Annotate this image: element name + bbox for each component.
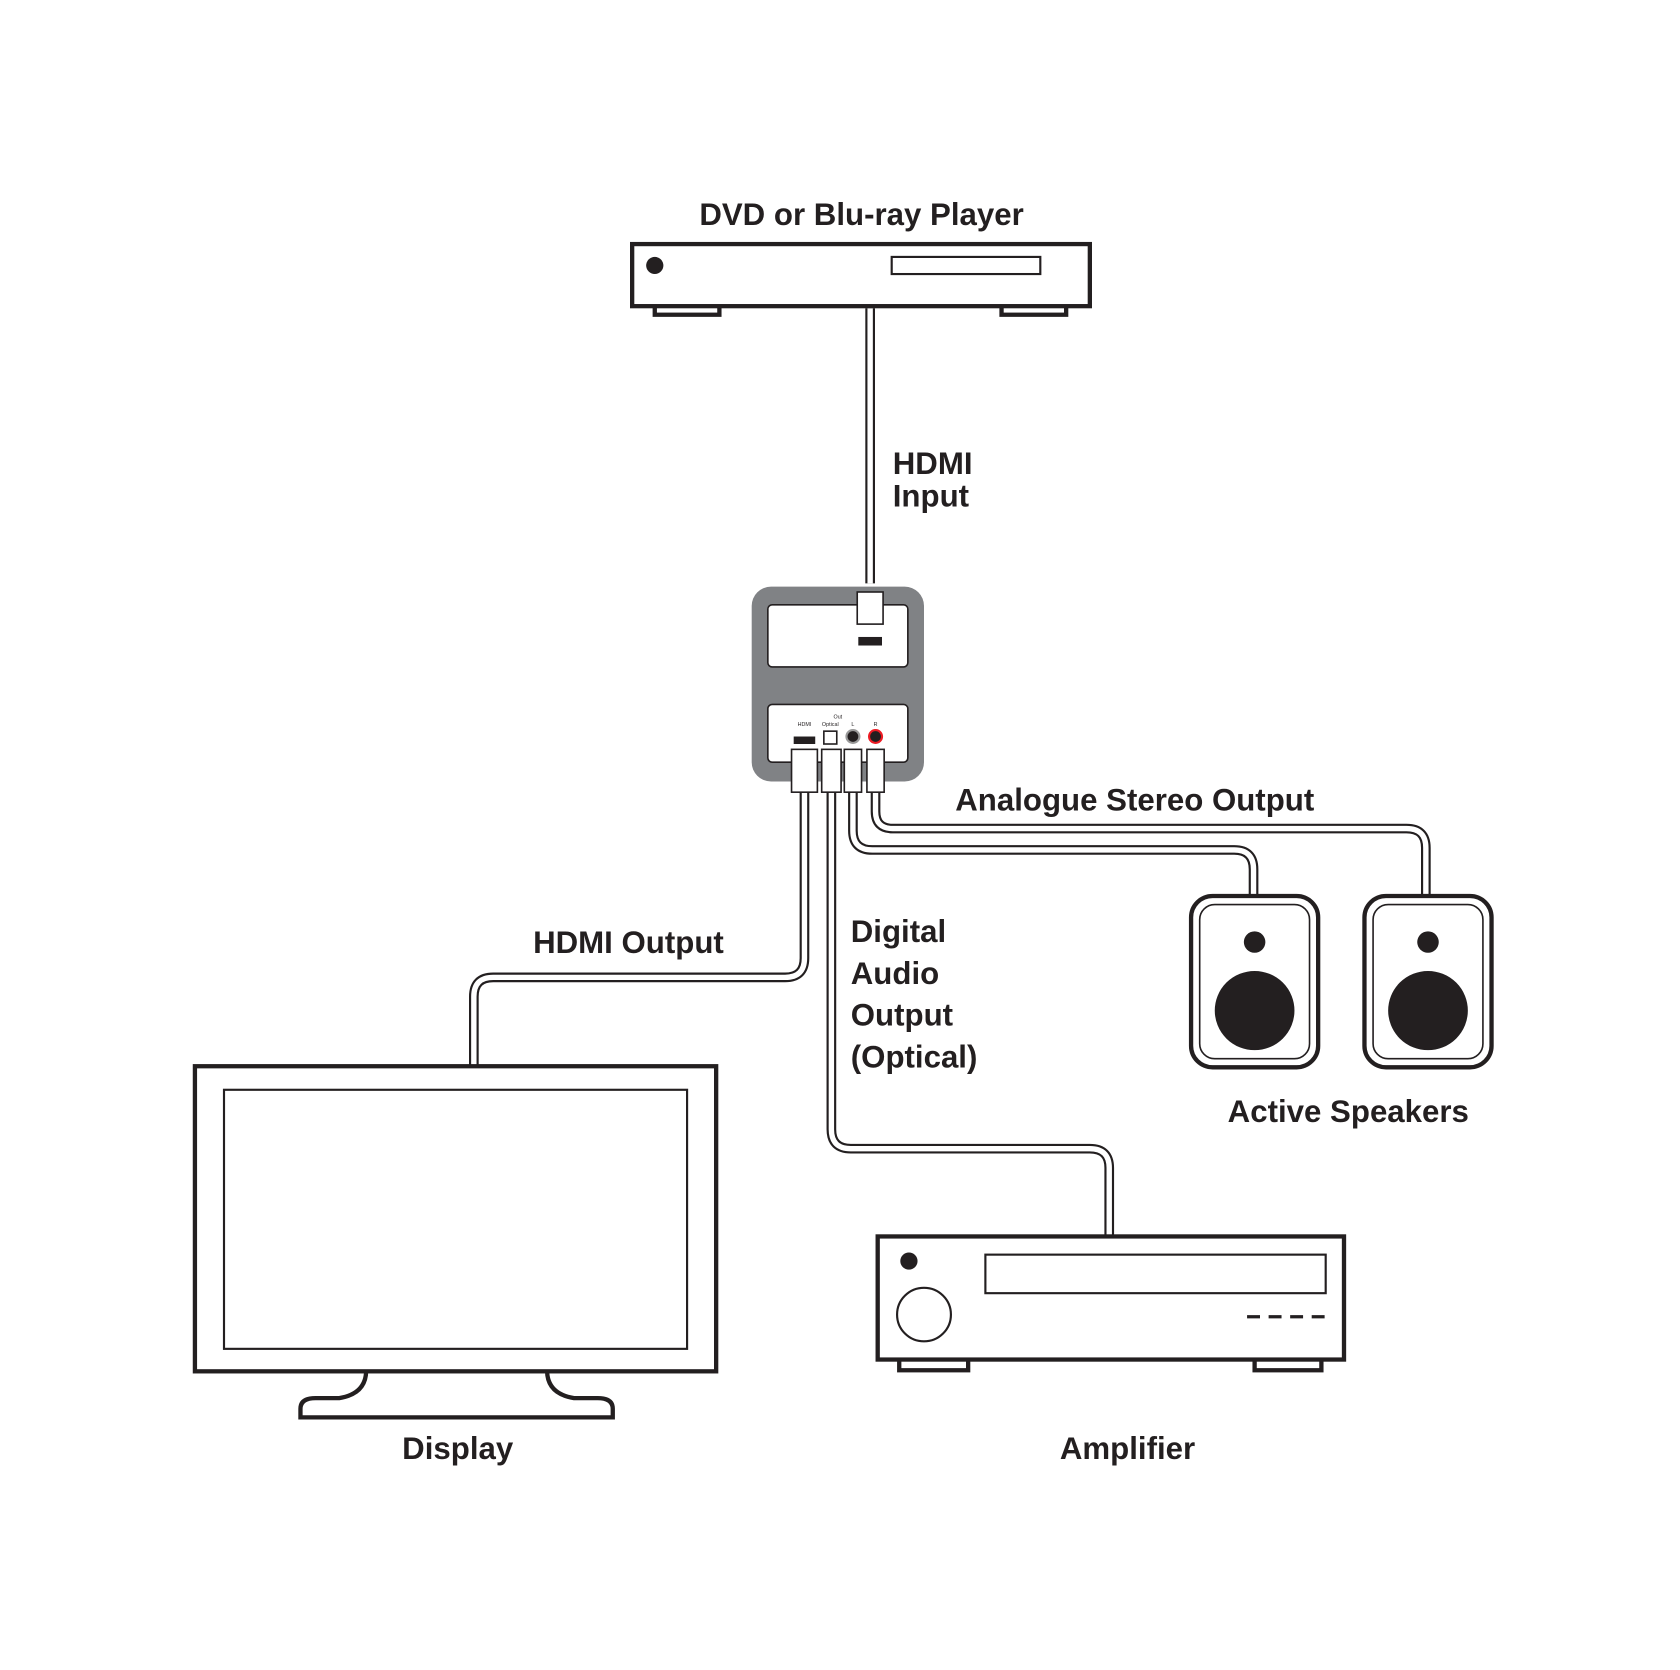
speaker-right: [1362, 893, 1494, 1070]
speaker-left: [1188, 893, 1321, 1070]
label-hdmi-output: HDMI Output: [533, 925, 724, 960]
power-button-icon: [646, 256, 664, 275]
label-display: Display: [402, 1431, 514, 1466]
analogue-left-cable: [848, 792, 1259, 898]
label-active-speakers: Active Speakers: [1228, 1094, 1469, 1129]
label-analogue-output: Analogue Stereo Output: [955, 782, 1314, 817]
hdmi-input-plug: [856, 591, 884, 625]
label-digital-audio: Digital: [851, 914, 946, 949]
hdmi-output-cable: [468, 792, 810, 1067]
amplifier-device: [875, 1234, 1347, 1373]
port-label-hdmi: HDMI: [798, 722, 812, 728]
optical-cable: [826, 792, 1115, 1237]
label-digital-audio-3: Output: [851, 998, 953, 1033]
converter-device: Out HDMI Optical L R: [751, 586, 924, 793]
analogue-right-cable: [870, 792, 1431, 898]
port-group-label: Out: [834, 714, 843, 720]
port-label-right: R: [874, 722, 878, 728]
port-label-left: L: [851, 722, 854, 728]
display-device: [192, 1064, 719, 1420]
optical-port: [823, 730, 838, 745]
dvd-player-device: [630, 241, 1092, 317]
volume-knob-icon: [896, 1286, 952, 1343]
label-hdmi-input-2: Input: [893, 478, 969, 513]
disc-tray-icon: [890, 255, 1042, 276]
label-digital-audio-4: (Optical): [851, 1039, 978, 1074]
label-dvd-player: DVD or Blu-ray Player: [699, 197, 1023, 232]
rca-right-port: [868, 729, 884, 745]
port-label-optical: Optical: [822, 722, 839, 728]
label-hdmi-input: HDMI: [893, 446, 973, 481]
hdmi-input-port: [858, 636, 882, 646]
hdmi-output-port: [793, 736, 816, 745]
label-amplifier: Amplifier: [1060, 1431, 1195, 1466]
label-digital-audio-2: Audio: [851, 956, 939, 991]
rca-left-port: [845, 729, 861, 745]
